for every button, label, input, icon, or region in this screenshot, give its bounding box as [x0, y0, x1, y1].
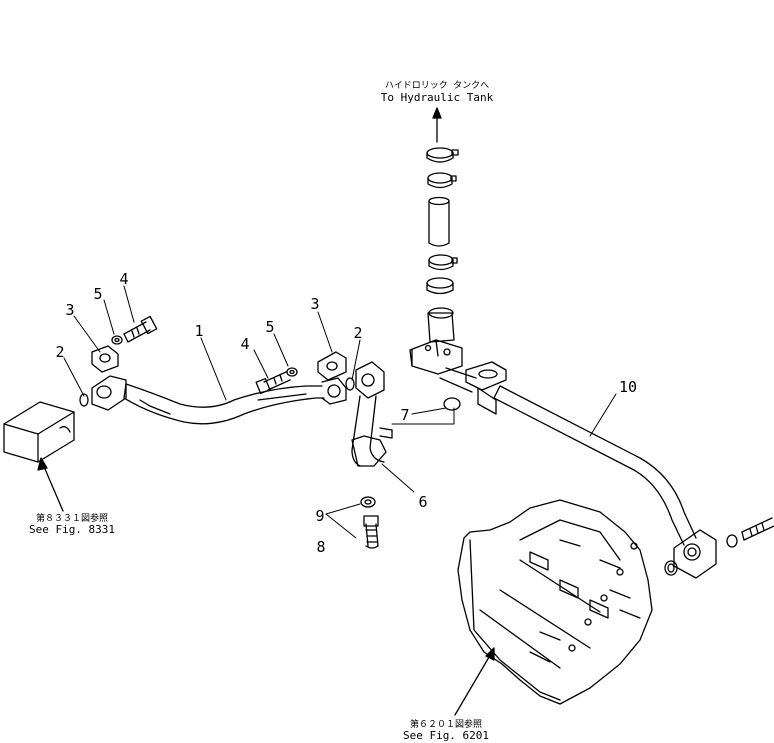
clamp-half-3-left: [91, 345, 119, 373]
elbow-tube-6: [351, 361, 393, 467]
leader-lines: [63, 285, 617, 539]
callout-7: 7: [400, 406, 410, 424]
bolt-right: [726, 517, 774, 548]
tank-label-en: To Hydraulic Tank: [380, 91, 494, 104]
callout-9: 9: [315, 507, 325, 525]
bolt-8: [363, 515, 379, 549]
washer-5-left: [111, 335, 123, 345]
callout-1: 1: [194, 322, 204, 340]
callout-5-left: 5: [93, 285, 103, 303]
callout-6: 6: [418, 493, 428, 511]
callout-3-right: 3: [310, 295, 320, 313]
callout-2-right: 2: [353, 324, 363, 342]
fig8331-label-en: See Fig. 8331: [28, 523, 116, 536]
o-ring-2-right: [345, 377, 355, 391]
bolt-4-right: [255, 371, 291, 395]
callout-5-right: 5: [265, 318, 275, 336]
callout-8: 8: [316, 538, 326, 556]
tank-label-jp: ハイドロリック タンクへ: [384, 81, 490, 91]
fig6201-label-jp: 第６２０１図参照: [409, 720, 483, 730]
bolt-4-left: [123, 315, 158, 343]
callout-10: 10: [618, 378, 638, 396]
washer-9: [360, 496, 376, 508]
valve-block-8331: [3, 401, 75, 463]
tank-arrow: [432, 107, 442, 143]
control-valve: [457, 499, 653, 705]
callout-3-left: 3: [65, 301, 75, 319]
fig8331-label-jp: 第８３３１図参照: [35, 514, 109, 524]
hose-1: [91, 375, 347, 425]
o-ring-valve: [664, 560, 678, 576]
clamp-half-3-right: [317, 351, 347, 381]
fig6201-label-en: See Fig. 6201: [402, 729, 490, 742]
callout-4-left: 4: [119, 270, 129, 288]
hose-clamp-lower-2: [426, 277, 454, 295]
tube-10: [409, 307, 717, 579]
callout-4-right: 4: [240, 335, 250, 353]
callout-2-left: 2: [55, 343, 65, 361]
washer-5-right: [286, 367, 298, 377]
o-ring-left: [79, 393, 89, 407]
fig8331-arrow: [37, 457, 64, 512]
hose-clamp-upper: [426, 147, 459, 163]
hose-clamp-upper-2: [427, 172, 457, 189]
fig6201-arrow: [454, 647, 495, 716]
o-ring-7: [443, 397, 461, 411]
hose-clamp-lower: [428, 254, 458, 271]
rubber-hose-segment: [428, 196, 450, 247]
